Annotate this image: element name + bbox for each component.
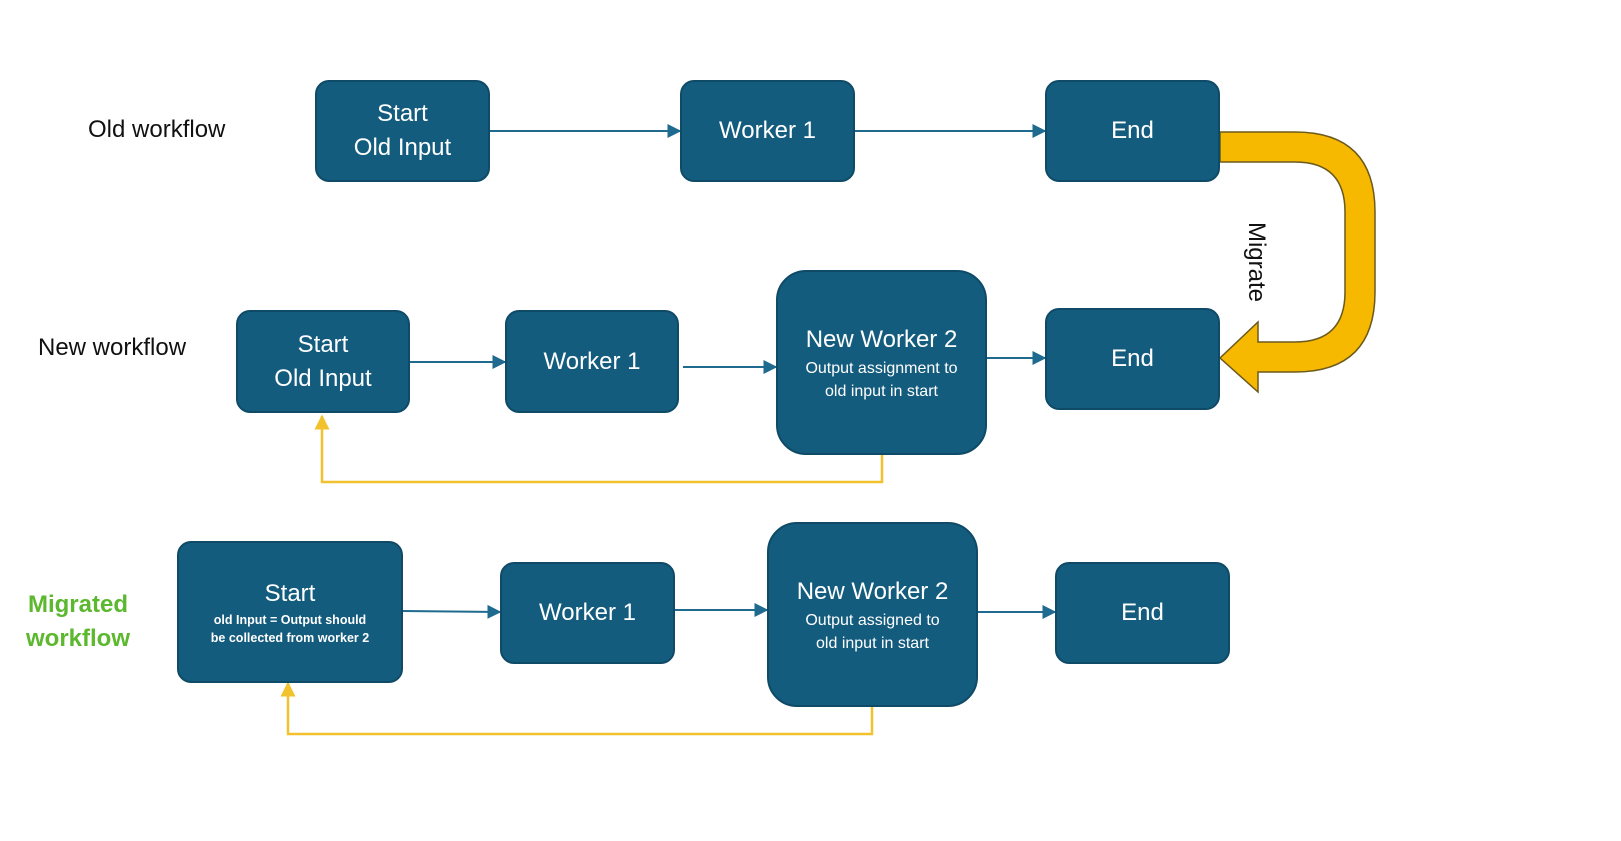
new-start-box: Start Old Input: [236, 310, 410, 413]
loop-new-worker2-to-start: [314, 414, 884, 484]
migrated-end-title: End: [1121, 599, 1164, 626]
new-worker2-line2: old input in start: [825, 382, 938, 400]
old-end-title: End: [1111, 117, 1154, 144]
migrated-workflow-label: Migrated workflow: [16, 588, 140, 656]
old-start-title: Start: [377, 100, 428, 127]
new-worker2-box: New Worker 2 Output assignment to old in…: [776, 270, 987, 455]
old-worker1-title: Worker 1: [719, 117, 816, 144]
new-worker1-box: Worker 1: [505, 310, 679, 413]
migrated-worker2-box: New Worker 2 Output assigned to old inpu…: [767, 522, 978, 707]
new-workflow-label: New workflow: [38, 334, 187, 361]
old-worker1-box: Worker 1: [680, 80, 855, 182]
migrate-arrow: [1218, 131, 1376, 394]
new-start-title: Start: [297, 330, 349, 358]
new-worker2-line1: Output assignment to: [805, 359, 958, 377]
arrow-migrated-start-to-worker1: [402, 604, 502, 619]
new-worker1-title: Worker 1: [543, 347, 641, 375]
migrated-start-title: Start: [264, 580, 316, 607]
migrated-start-box: Start old Input = Output should be colle…: [177, 541, 403, 683]
migrated-worker2-title: New Worker 2: [796, 577, 949, 605]
loop-migrated-worker2-to-start: [280, 681, 874, 736]
migrated-label-line2: workflow: [25, 625, 130, 652]
migrated-worker1-title: Worker 1: [539, 599, 636, 626]
migrated-start-line1: old Input = Output should: [213, 613, 367, 627]
migrated-worker1-box: Worker 1: [500, 562, 675, 664]
new-start-subtitle: Old Input: [274, 364, 372, 392]
migrated-end-box: End: [1055, 562, 1230, 664]
new-worker2-title: New Worker 2: [805, 325, 958, 353]
migrated-worker2-line1: Output assigned to: [805, 611, 940, 629]
migrated-start-line2: be collected from worker 2: [210, 631, 370, 645]
old-start-box: Start Old Input: [315, 80, 490, 182]
old-start-subtitle: Old Input: [353, 134, 452, 161]
new-end-title: End: [1111, 345, 1154, 372]
old-workflow-label: Old workflow: [88, 116, 226, 143]
migrated-label-line1: Migrated: [27, 591, 128, 618]
new-end-box: End: [1045, 308, 1220, 410]
migrate-label: Migrate: [1243, 221, 1270, 303]
old-end-box: End: [1045, 80, 1220, 182]
migrated-worker2-line2: old input in start: [816, 634, 929, 652]
